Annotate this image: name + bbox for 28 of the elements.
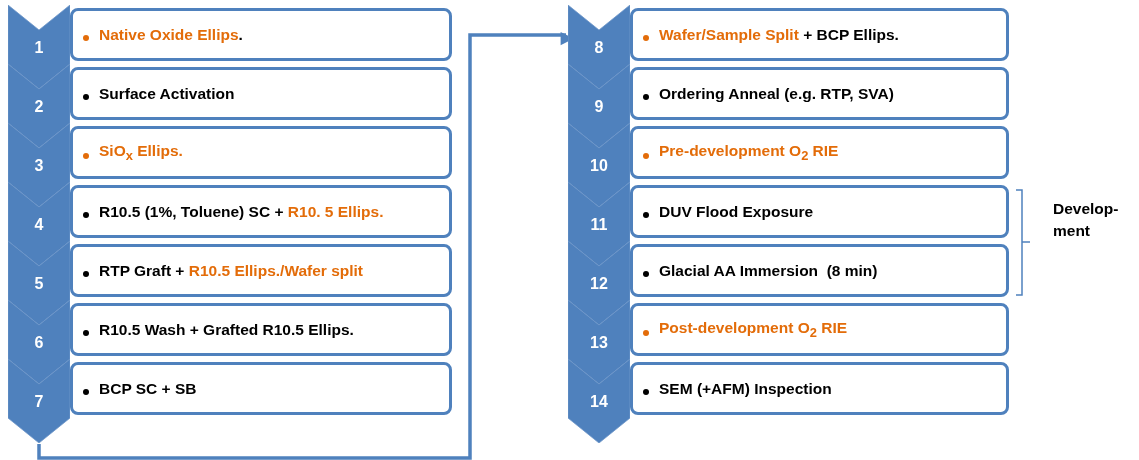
process-step-box: SiO$_{x}$ Ellips. [70, 126, 452, 179]
chevron-step: 4 [8, 182, 70, 266]
chevron-step: 8 [568, 5, 630, 89]
chevron-step: 2 [8, 64, 70, 148]
chevron-step: 11 [568, 182, 630, 266]
process-step-box: R10.5 Wash + Grafted R10.5 Ellips. [70, 303, 452, 356]
chevron-step: 14 [568, 359, 630, 443]
chevron-step: 6 [8, 300, 70, 384]
chevron-step: 9 [568, 64, 630, 148]
process-step-box: R10.5 (1%, Toluene) SC + R10. 5 Ellips. [70, 185, 452, 238]
process-step-box: SEM (+AFM) Inspection [630, 362, 1009, 415]
process-step-box: RTP Graft + R10.5 Ellips./Wafer split [70, 244, 452, 297]
process-step-box: Post-development O$_{2}$ RIE [630, 303, 1009, 356]
chevron-step: 3 [8, 123, 70, 207]
process-step-box: Glacial AA Immersion (8 min) [630, 244, 1009, 297]
process-step-box: Wafer/Sample Split + BCP Ellips. [630, 8, 1009, 61]
chevron-step: 13 [568, 300, 630, 384]
chevron-step: 5 [8, 241, 70, 325]
process-step-box: DUV Flood Exposure [630, 185, 1009, 238]
chevron-step: 10 [568, 123, 630, 207]
chevron-step: 1 [8, 5, 70, 89]
process-step-box: Ordering Anneal (e.g. RTP, SVA) [630, 67, 1009, 120]
chevron-step: 7 [8, 359, 70, 443]
process-step-box: Surface Activation [70, 67, 452, 120]
process-step-box: BCP SC + SB [70, 362, 452, 415]
process-step-box: Pre-development O$_{2}$ RIE [630, 126, 1009, 179]
chevron-step: 12 [568, 241, 630, 325]
process-step-box: Native Oxide Ellips. [70, 8, 452, 61]
